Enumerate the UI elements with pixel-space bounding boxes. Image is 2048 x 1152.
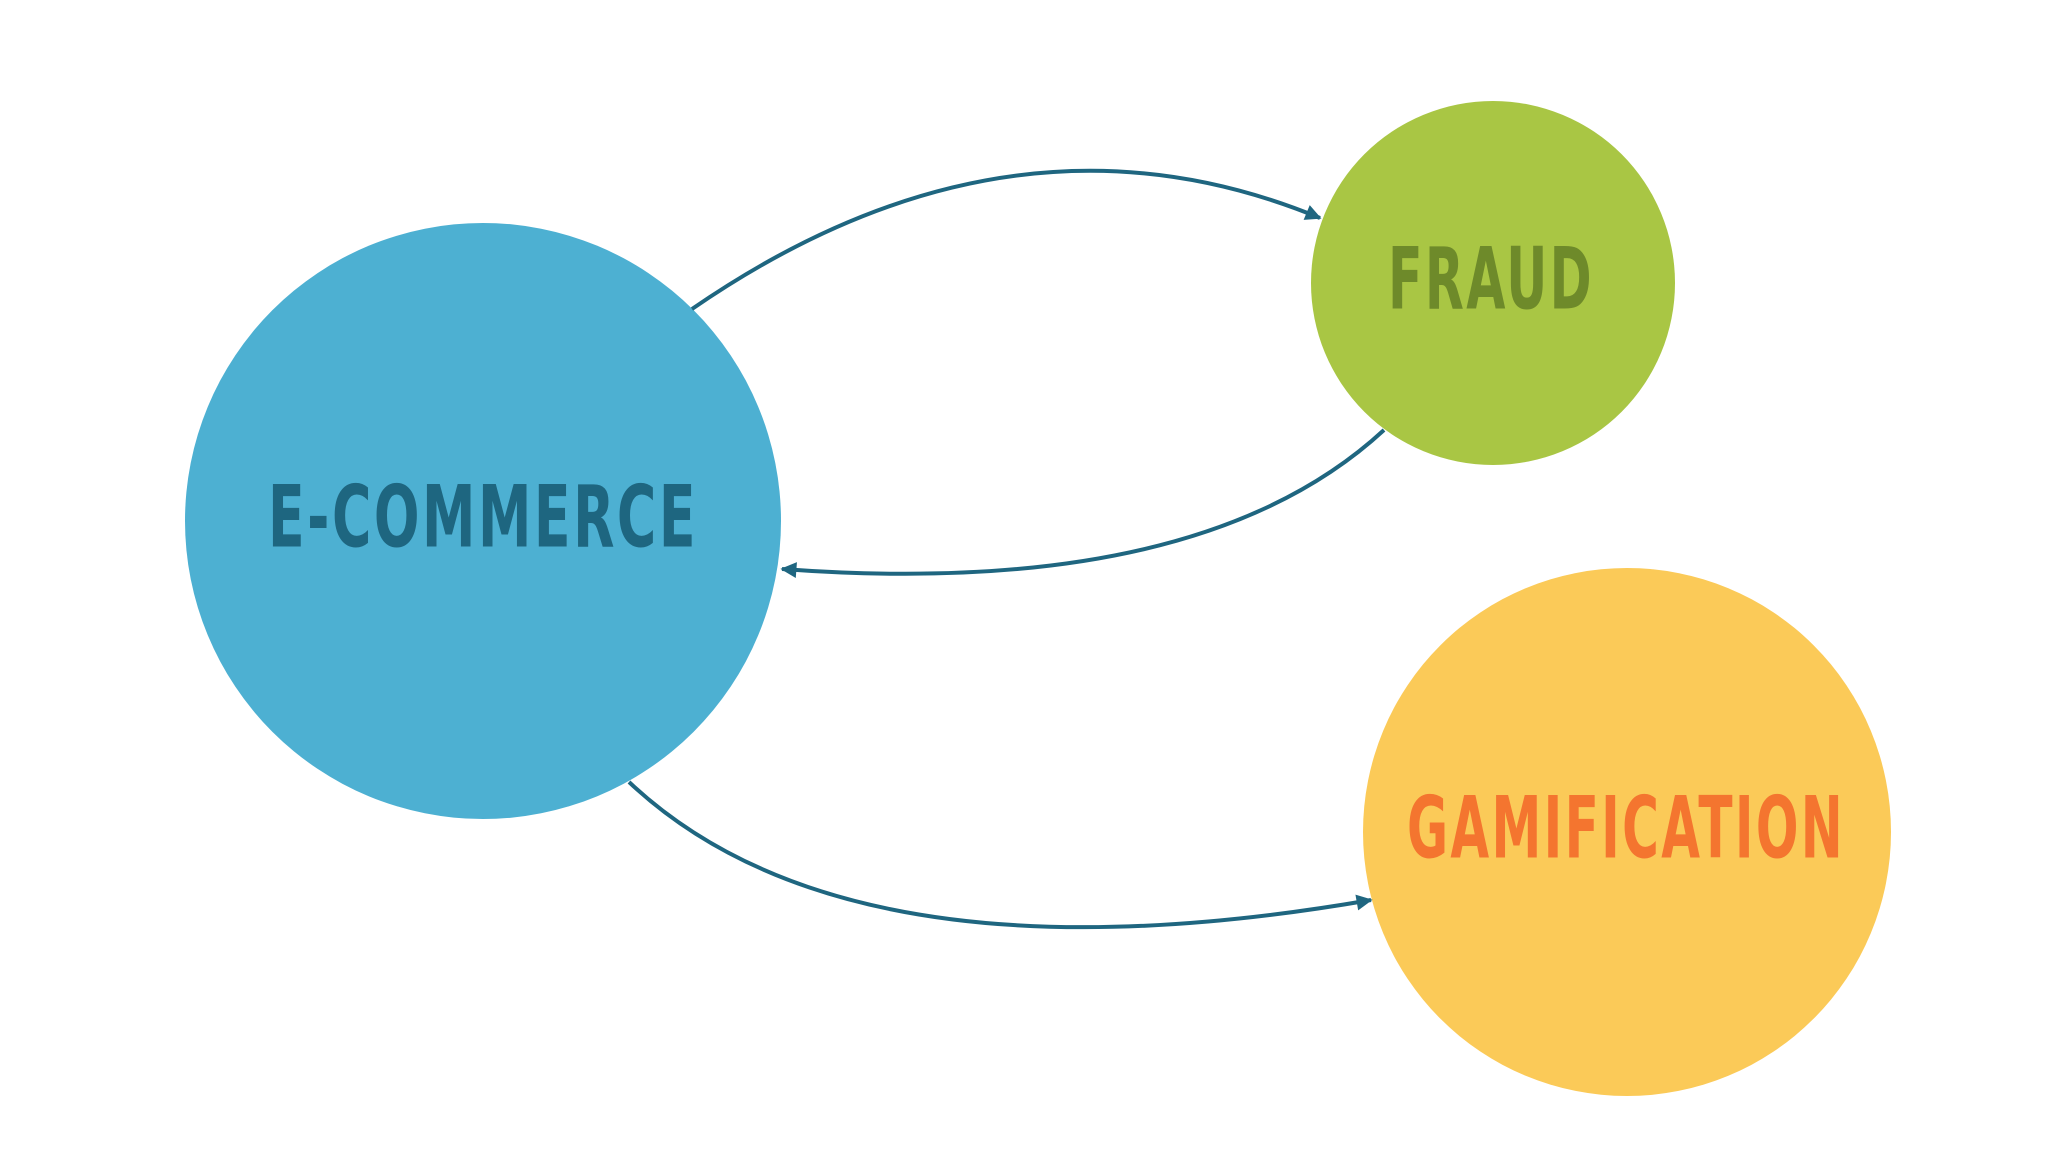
edge-ecommerce-to-gamification [627, 780, 1373, 930]
fraud-node [1311, 101, 1675, 465]
gamification-node [1363, 568, 1891, 1096]
fraud-label: FRAUD [1388, 229, 1594, 329]
edge-fraud-to-ecommerce [780, 428, 1386, 579]
ecommerce-node [185, 223, 781, 819]
gamification-label: GAMIFICATION [1407, 778, 1845, 878]
edge-ecommerce-to-fraud [690, 168, 1322, 311]
ecommerce-label: E-COMMERCE [268, 467, 698, 567]
